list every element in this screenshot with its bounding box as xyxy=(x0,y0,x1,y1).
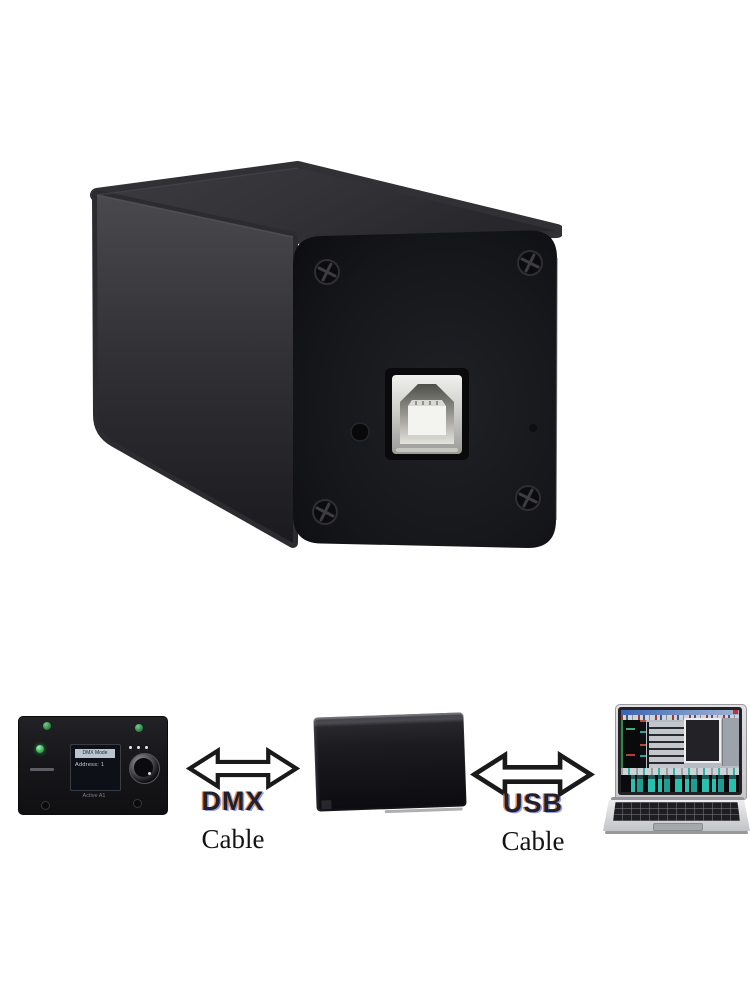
lcd-mode-bar: DMX Mode xyxy=(75,749,115,758)
usb-b-tongue xyxy=(408,400,446,439)
front-screw-bottom-left xyxy=(312,499,338,525)
lcd-address-line: Address: 1 xyxy=(75,762,105,768)
software-mid-toolbar xyxy=(621,768,739,775)
dmx-controller-device: DMX Mode Address: 1 Active A1 xyxy=(18,716,168,815)
software-channel-column xyxy=(640,720,646,778)
dmx-double-arrow xyxy=(186,747,300,790)
software-preview-window xyxy=(684,718,721,763)
front-screw-bottom-right xyxy=(515,485,541,511)
dmx-label: DMX xyxy=(201,786,265,816)
software-toolbar xyxy=(621,715,739,720)
laptop-hinge xyxy=(611,797,744,801)
led-indicator-hole xyxy=(350,422,370,442)
software-close-icon xyxy=(733,710,738,714)
knob-indicator-dot xyxy=(148,772,151,775)
box-bottom-notch xyxy=(321,800,332,810)
fader-strip-gap xyxy=(621,775,628,792)
software-fader-strip xyxy=(621,775,739,792)
usb-dmx-box-side-view xyxy=(313,712,467,814)
laptop-keyboard xyxy=(613,802,740,821)
controller-screw-bottom-right xyxy=(133,799,142,808)
dmx-software-screen xyxy=(621,710,739,792)
fader-strip-shade xyxy=(621,775,739,779)
product-photo-usb-dmx-box xyxy=(90,161,562,549)
controller-green-led xyxy=(36,745,44,753)
software-titlebar xyxy=(621,710,739,715)
laptop xyxy=(603,696,750,837)
controller-screw-bottom-left xyxy=(41,801,50,810)
usb-cable-label: Cable xyxy=(501,826,565,856)
controller-knob xyxy=(129,753,160,784)
software-fixture-rows xyxy=(647,722,684,769)
front-screw-top-left xyxy=(314,259,340,285)
screw-hole-dot xyxy=(529,424,537,432)
laptop-front-edge xyxy=(605,831,748,834)
software-right-panel xyxy=(722,718,739,766)
laptop-screen-bezel xyxy=(618,707,742,795)
laptop-touchpad xyxy=(653,823,703,831)
box-shadow xyxy=(384,807,463,814)
laptop-screen xyxy=(615,704,747,800)
controller-screw-top-right xyxy=(135,724,143,732)
dmx-cable-label: Cable xyxy=(201,824,265,854)
controller-slot xyxy=(30,768,54,771)
software-left-panel-marks xyxy=(626,728,635,730)
usb-b-port xyxy=(385,368,469,460)
controller-indicator-dots xyxy=(129,746,132,749)
software-left-panel xyxy=(621,720,640,778)
controller-lcd-screen: DMX Mode Address: 1 xyxy=(70,744,121,791)
controller-panel-label: Active A1 xyxy=(82,793,106,799)
controller-screw-top-left xyxy=(43,722,51,730)
front-screw-top-right xyxy=(517,250,543,276)
usb-double-arrow xyxy=(469,751,596,798)
usb-label: USB xyxy=(502,788,563,818)
